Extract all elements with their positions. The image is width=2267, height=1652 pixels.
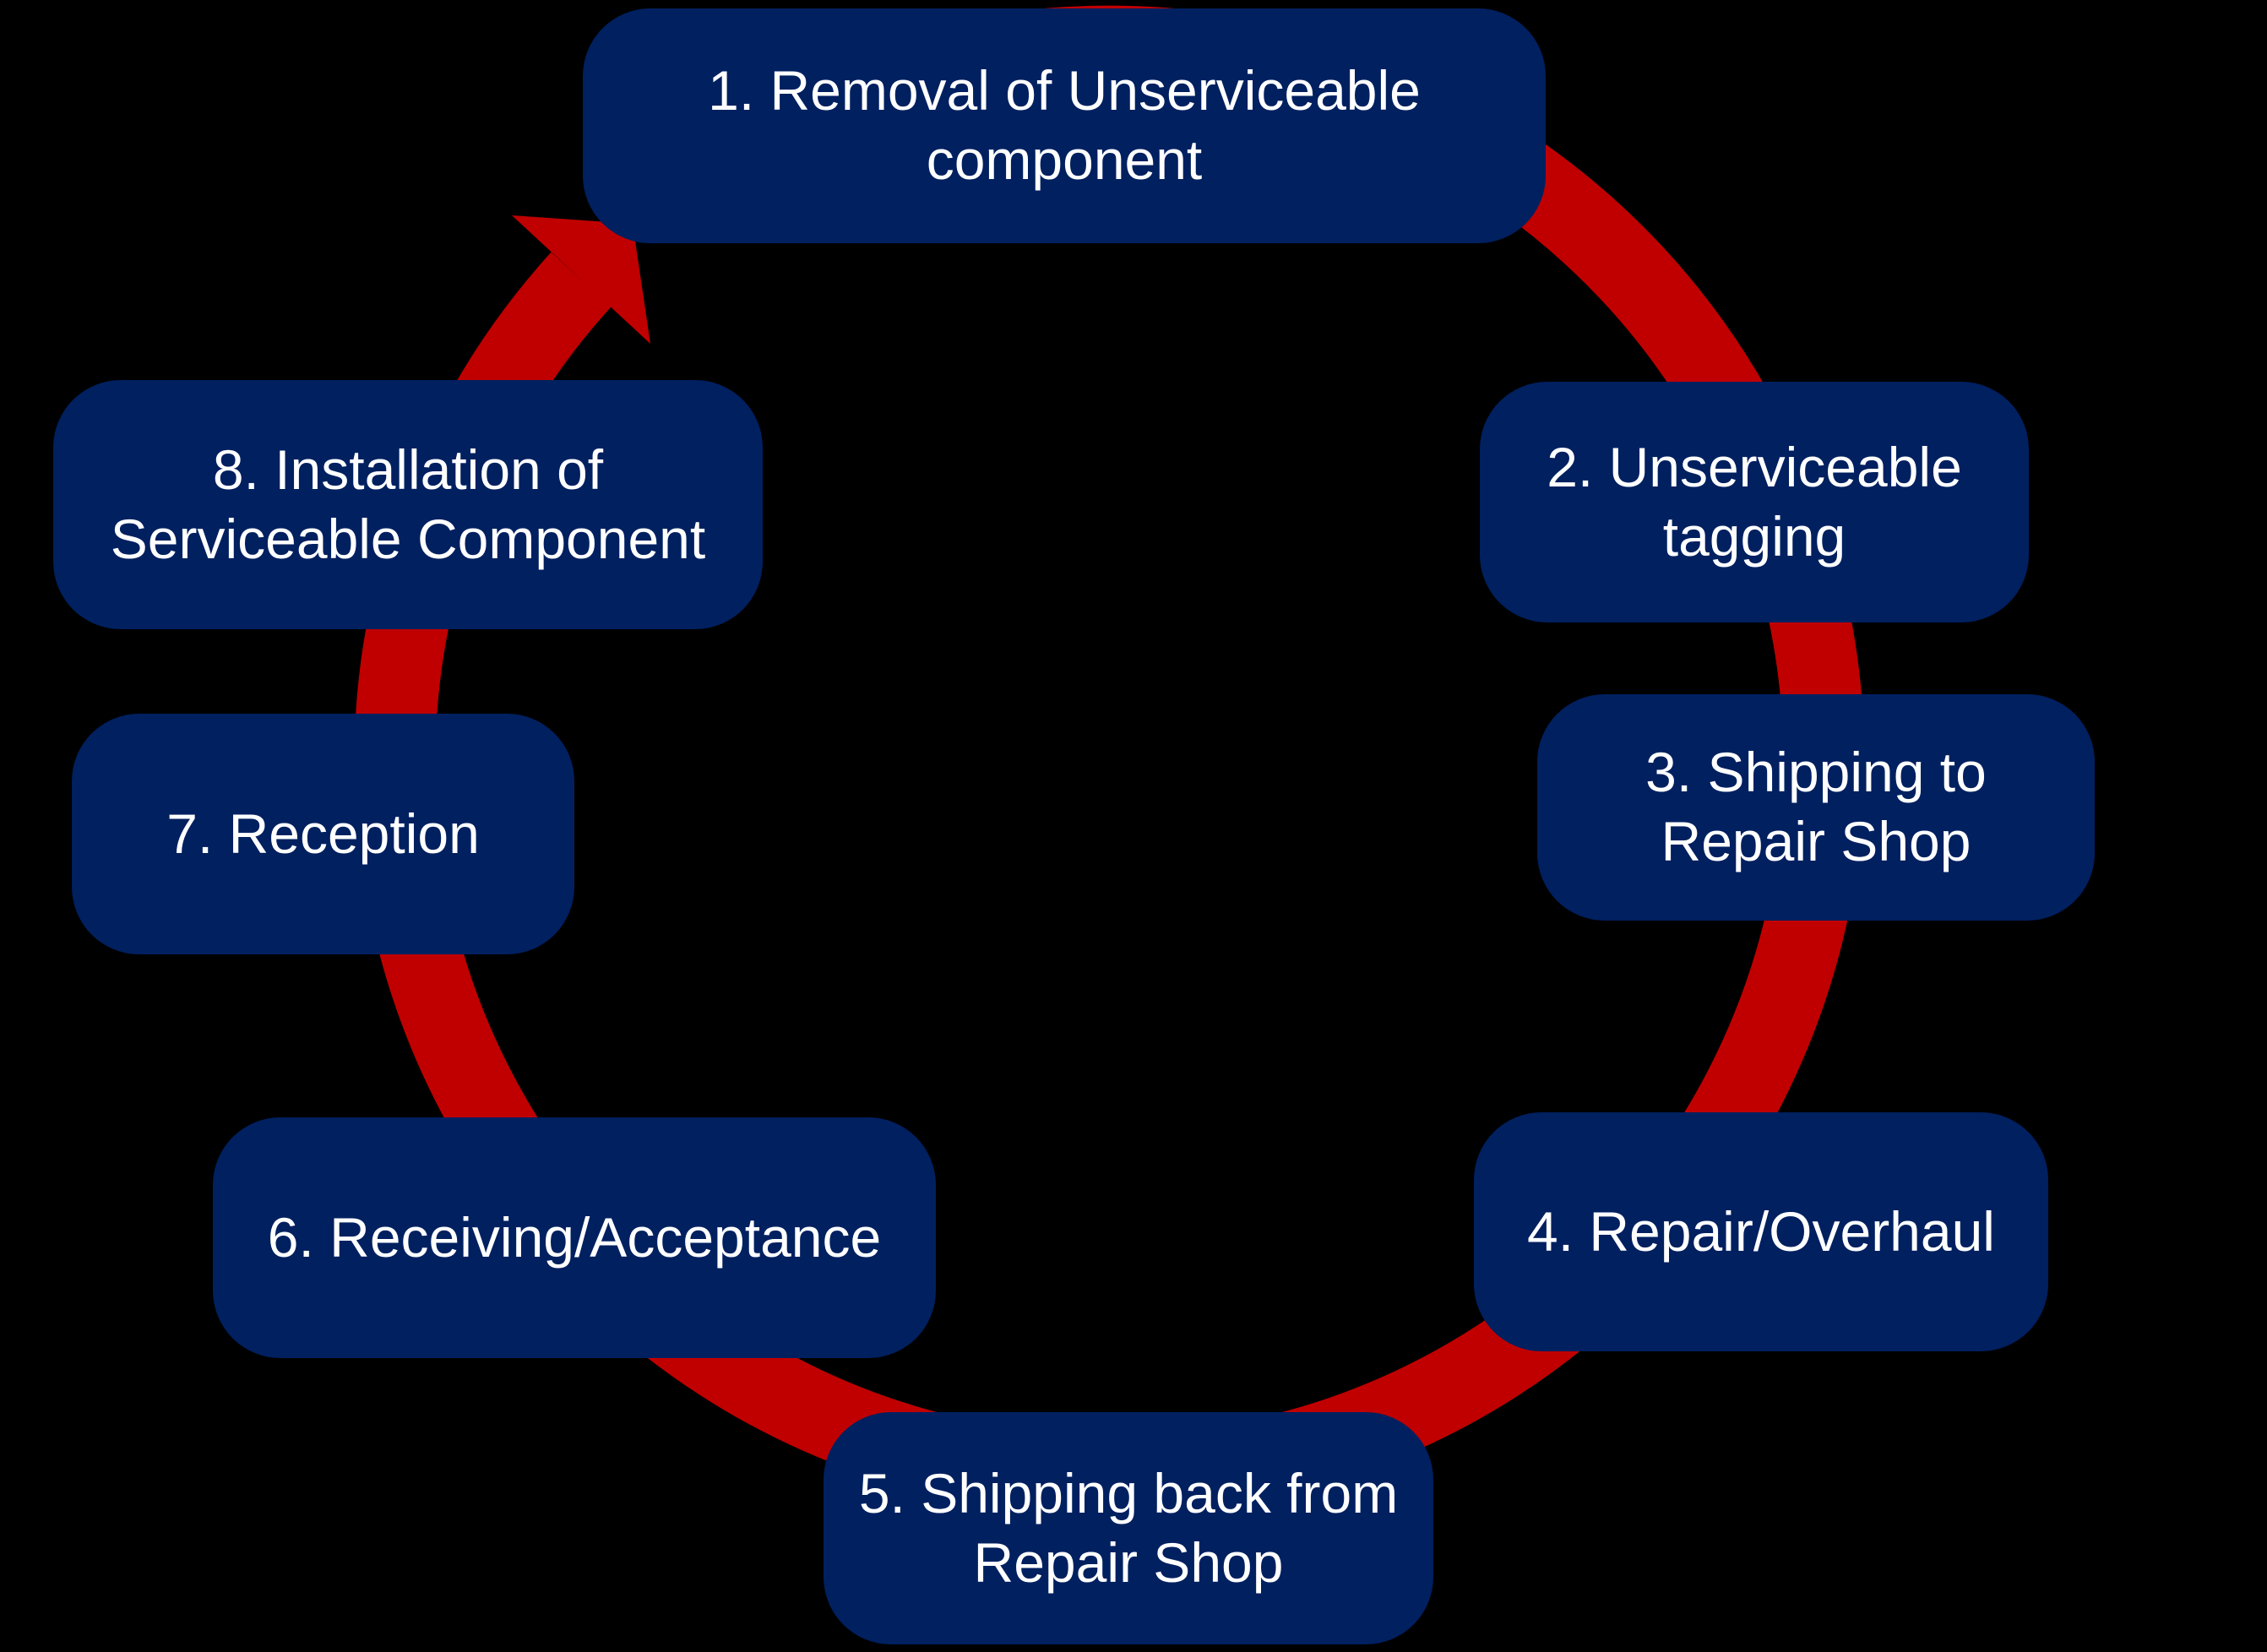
cycle-arrowhead-icon [512,215,650,344]
step-3-box: 3. Shipping to Repair Shop [1537,694,2095,921]
step-2-box: 2. Unserviceable tagging [1480,382,2029,622]
step-8-label: 8. Installation of Serviceable Component [110,437,706,570]
step-7-label: 7. Reception [166,802,480,865]
step-1-box: 1. Removal of Unserviceable component [583,8,1546,243]
step-4-box: 4. Repair/Overhaul [1474,1112,2048,1351]
step-7-box: 7. Reception [72,714,574,954]
step-2-label: 2. Unserviceable tagging [1547,435,1962,568]
step-8-box: 8. Installation of Serviceable Component [53,380,763,629]
step-5-box: 5. Shipping back from Repair Shop [824,1412,1433,1644]
step-4-label: 4. Repair/Overhaul [1527,1199,1995,1263]
step-6-box: 6. Receiving/Acceptance [213,1117,936,1358]
step-6-label: 6. Receiving/Acceptance [267,1205,882,1269]
step-5-label: 5. Shipping back from Repair Shop [858,1461,1399,1594]
step-1-label: 1. Removal of Unserviceable component [708,59,1421,191]
step-3-label: 3. Shipping to Repair Shop [1645,741,1987,872]
